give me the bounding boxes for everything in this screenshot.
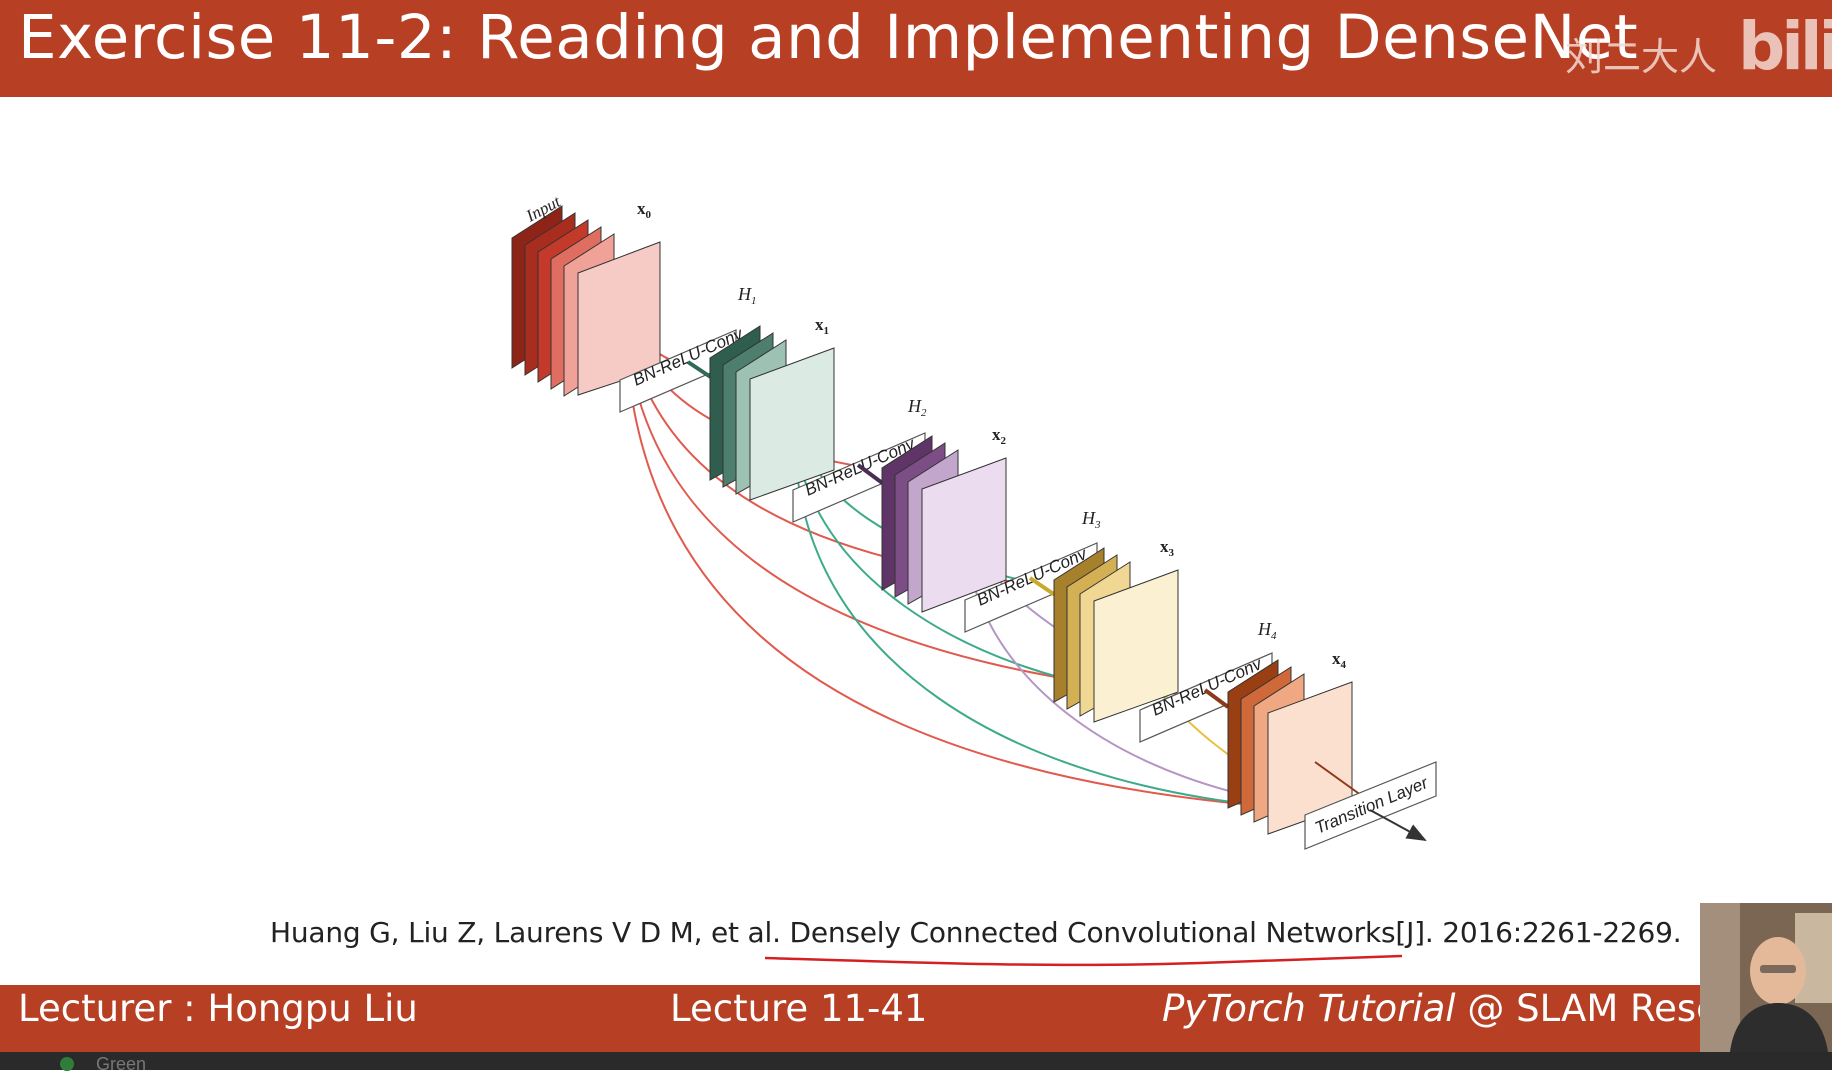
block-x4: x4 [1227, 649, 1366, 835]
slide-footer: Lecturer : Hongpu Liu Lecture 11-41 PyTo… [0, 985, 1832, 1052]
block-x3: x3 [1053, 537, 1179, 723]
citation-text: Huang G, Liu Z, Laurens V D M, et al. De… [270, 916, 1682, 949]
lecturer-text: Lecturer : Hongpu Liu [18, 987, 418, 1030]
status-dot-icon [60, 1057, 74, 1071]
h4-label: H4 [1257, 619, 1277, 642]
taskbar: Green [0, 1052, 1832, 1074]
input-block: Input x0 [511, 191, 661, 397]
x0-label: x0 [637, 199, 652, 221]
densenet-diagram: Input x0 BN-ReLU-Conv H1 x1 BN-ReLU-Conv… [511, 191, 1437, 850]
x4-label: x4 [1332, 649, 1347, 671]
slide-header: Exercise 11-2: Reading and Implementing … [0, 0, 1832, 97]
webcam-overlay [1700, 903, 1832, 1052]
slide-title: Exercise 11-2: Reading and Implementing … [18, 2, 1639, 73]
block-x1: x1 [709, 315, 835, 501]
course-italic: PyTorch Tutorial [1162, 987, 1456, 1030]
webcam-person-icon [1700, 903, 1832, 1052]
watermark-text: 刘二大人 [1565, 35, 1718, 79]
block-x2: x2 [881, 425, 1007, 613]
bilibili-logo: bilib [1738, 8, 1832, 85]
x3-label: x3 [1160, 537, 1175, 559]
course-title: PyTorch Tutorial @ SLAM Resea [1162, 987, 1742, 1030]
h3-label: H3 [1081, 508, 1101, 531]
course-rest: @ SLAM Resea [1455, 987, 1742, 1030]
taskbar-item[interactable]: Green [96, 1054, 147, 1074]
curve-red-5 [624, 317, 1351, 813]
h1-label: H1 [737, 284, 757, 307]
x2-label: x2 [992, 425, 1007, 447]
curve-green-3 [793, 427, 1351, 813]
lecture-number: Lecture 11-41 [670, 987, 928, 1030]
x1-label: x1 [815, 315, 829, 337]
h2-label: H2 [907, 396, 927, 419]
